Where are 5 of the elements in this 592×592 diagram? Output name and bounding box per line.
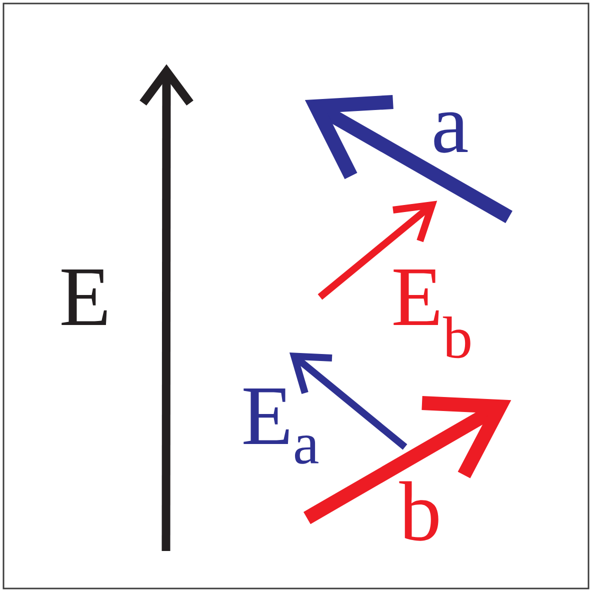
vector-label: E$_{b}$ — [394, 270, 470, 358]
vector-label: b — [399, 481, 438, 541]
vector-label: E$_{a}$ — [244, 388, 318, 464]
vector-label: E — [62, 270, 107, 325]
vector-label: a — [434, 112, 468, 153]
